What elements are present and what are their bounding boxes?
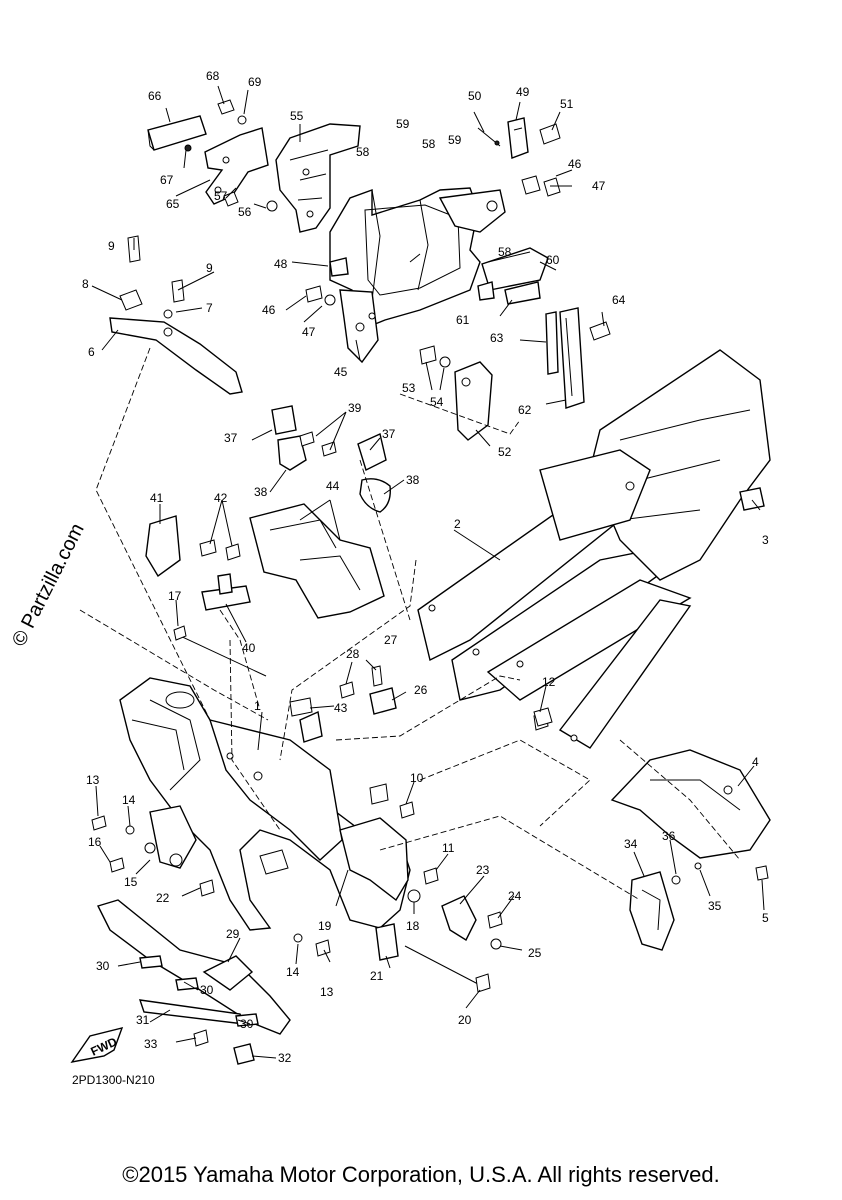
- callout-69: 69: [248, 75, 262, 89]
- callout-63: 63: [490, 331, 504, 345]
- callout-46a: 46: [262, 303, 276, 317]
- rear-bracket-4: [610, 749, 771, 951]
- callout-67: 67: [160, 173, 174, 187]
- callout-65: 65: [166, 197, 180, 211]
- callout-52: 52: [498, 445, 512, 459]
- callout-2: 2: [454, 517, 461, 531]
- callout-14a: 14: [122, 793, 136, 807]
- assembly-lines: [79, 347, 741, 901]
- diagram-code: 2PD1300-N210: [72, 1073, 155, 1087]
- callout-30a: 30: [96, 959, 110, 973]
- callout-54: 54: [430, 395, 444, 409]
- callout-22: 22: [156, 891, 170, 905]
- callout-31: 31: [136, 1013, 150, 1027]
- callout-50: 50: [468, 89, 482, 103]
- callout-20: 20: [458, 1013, 472, 1027]
- callout-21: 21: [370, 969, 384, 983]
- callout-53: 53: [402, 381, 416, 395]
- callout-7: 7: [206, 301, 213, 315]
- callout-4: 4: [752, 755, 759, 769]
- callout-9b: 9: [206, 261, 213, 275]
- callout-14b: 14: [286, 965, 300, 979]
- callout-36: 36: [662, 829, 676, 843]
- callout-62: 62: [518, 403, 532, 417]
- callout-33: 33: [144, 1037, 158, 1051]
- copyright-notice: ©2015 Yamaha Motor Corporation, U.S.A. A…: [122, 1162, 720, 1187]
- callout-61: 61: [456, 313, 470, 327]
- callout-39: 39: [348, 401, 362, 415]
- callout-28: 28: [346, 647, 360, 661]
- callout-46b: 46: [568, 157, 582, 171]
- callout-58b: 58: [422, 137, 436, 151]
- callout-24: 24: [508, 889, 522, 903]
- callout-11: 11: [442, 841, 455, 855]
- callout-9a: 9: [108, 239, 115, 253]
- callout-56: 56: [238, 205, 252, 219]
- callout-55: 55: [290, 109, 304, 123]
- callout-8: 8: [82, 277, 89, 291]
- frame-hardware: [91, 625, 553, 993]
- callout-30c: 30: [240, 1017, 254, 1031]
- callout-12: 12: [542, 675, 556, 689]
- callout-42: 42: [214, 491, 228, 505]
- callout-47a: 47: [302, 325, 316, 339]
- callout-30b: 30: [200, 983, 214, 997]
- callout-51: 51: [560, 97, 574, 111]
- callout-25: 25: [528, 946, 542, 960]
- bracket-65: [147, 99, 278, 212]
- callout-1: 1: [254, 699, 261, 713]
- callout-15: 15: [124, 875, 138, 889]
- leader-lines: [91, 85, 765, 1059]
- stay-6: [109, 235, 243, 395]
- callout-34: 34: [624, 837, 638, 851]
- callout-19: 19: [318, 919, 332, 933]
- rear-frame-2: [417, 349, 771, 749]
- callout-66: 66: [148, 89, 162, 103]
- main-frame-1: [119, 677, 411, 931]
- callout-16: 16: [88, 835, 102, 849]
- callout-35: 35: [708, 899, 722, 913]
- callout-45: 45: [334, 365, 348, 379]
- callout-59a: 59: [396, 117, 410, 131]
- callout-43: 43: [334, 701, 348, 715]
- callout-17: 17: [168, 589, 182, 603]
- callout-37a: 37: [224, 431, 238, 445]
- callout-23: 23: [476, 863, 490, 877]
- callout-49: 49: [516, 85, 530, 99]
- callout-5: 5: [762, 911, 769, 925]
- callout-37b: 37: [382, 427, 396, 441]
- callout-44: 44: [326, 479, 340, 493]
- small-parts-upper-right: [305, 117, 611, 441]
- middle-left-parts: [145, 405, 391, 619]
- callout-40: 40: [242, 641, 256, 655]
- battery-box-assembly: [329, 187, 549, 364]
- callout-3: 3: [762, 533, 769, 547]
- fwd-arrow-icon: FWD: [70, 1027, 124, 1064]
- callout-27: 27: [384, 633, 398, 647]
- callout-10: 10: [410, 771, 424, 785]
- callout-47b: 47: [592, 179, 606, 193]
- callout-6: 6: [88, 345, 95, 359]
- callout-48: 48: [274, 257, 288, 271]
- callout-38a: 38: [254, 485, 268, 499]
- callout-58a: 58: [356, 145, 370, 159]
- callout-32: 32: [278, 1051, 292, 1065]
- callout-57: 57: [214, 189, 228, 203]
- callout-41: 41: [150, 491, 164, 505]
- callout-29: 29: [226, 927, 240, 941]
- callout-60: 60: [546, 253, 560, 267]
- callout-64: 64: [612, 293, 626, 307]
- callout-68: 68: [206, 69, 220, 83]
- callout-26: 26: [414, 683, 428, 697]
- callout-18: 18: [406, 919, 420, 933]
- callout-58c: 58: [498, 245, 512, 259]
- callout-13b: 13: [320, 985, 334, 999]
- battery-cover: [275, 123, 361, 233]
- callout-38b: 38: [406, 473, 420, 487]
- callout-13a: 13: [86, 773, 100, 787]
- callout-59b: 59: [448, 133, 462, 147]
- callouts: 1 2 3 4 5 6 7 8 9 9 10 11 12 13 13 14 14…: [82, 69, 769, 1065]
